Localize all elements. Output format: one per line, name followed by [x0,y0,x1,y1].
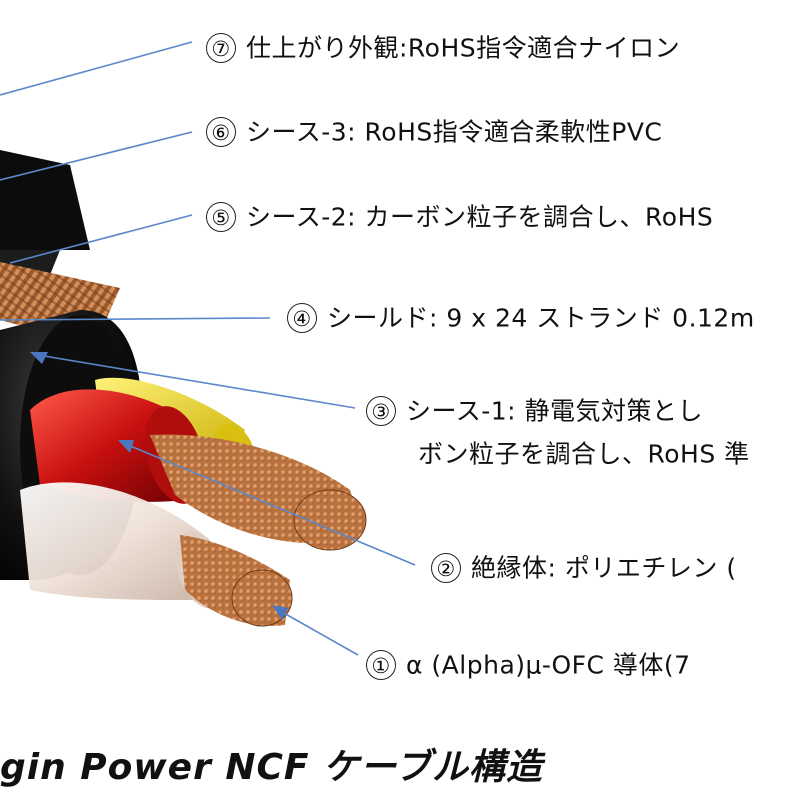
leader-line-7 [0,41,193,96]
callout-text: シールド: 9 x 24 ストランド 0.12m [327,303,755,333]
leader-arrowheads [30,352,288,620]
callout-2: ② 絶縁体: ポリエチレン ( [431,553,737,583]
callout-4: ④ シールド: 9 x 24 ストランド 0.12m [287,303,755,333]
callout-7: ⑦ 仕上がり外観:RoHS指令適合ナイロン [206,33,680,63]
callout-number: ④ [287,303,317,333]
leader-line-2 [127,444,416,566]
callout-3-line-2: ボン粒子を調合し、RoHS 準 [418,440,750,467]
leader-line-1 [281,611,359,656]
arrowhead-3 [30,352,48,364]
leader-line-5 [9,214,193,264]
leader-line-6 [0,131,193,181]
leader-lines [0,41,416,656]
callout-number: ② [431,553,461,583]
arrowhead-2 [118,440,134,453]
callout-number: ⑦ [206,33,236,63]
callout-number: ⑤ [206,202,236,232]
copper-conductor-lower [180,535,293,627]
callout-text: 仕上がり外観:RoHS指令適合ナイロン [246,33,681,63]
arrowhead-1 [272,605,288,620]
callout-text: シース-2: カーボン粒子を調合し、RoHS [246,202,714,232]
callout-6: ⑥ シース-3: RoHS指令適合柔軟性PVC [206,117,662,147]
leader-line-3 [37,354,356,409]
callout-5: ⑤ シース-2: カーボン粒子を調合し、RoHS [206,202,713,232]
callout-1: ① α (Alpha)μ-OFC 導体(7 [366,650,691,680]
callout-number: ① [366,650,396,680]
callout-number: ③ [366,396,396,426]
callout-text-continued: ボン粒子を調合し、RoHS 準 [418,439,750,469]
callout-text: シース-3: RoHS指令適合柔軟性PVC [246,117,663,147]
callout-number: ⑥ [206,117,236,147]
callout-3: ③ シース-1: 静電気対策とし [366,396,703,426]
callout-text: α (Alpha)μ-OFC 導体(7 [406,650,691,680]
callout-text: シース-1: 静電気対策とし [406,396,704,426]
leader-line-4 [0,317,271,321]
diagram-title: gin Power NCF ケーブル構造 [0,747,543,788]
callout-text: 絶縁体: ポリエチレン ( [471,553,737,583]
copper-conductor-upper [150,434,367,551]
